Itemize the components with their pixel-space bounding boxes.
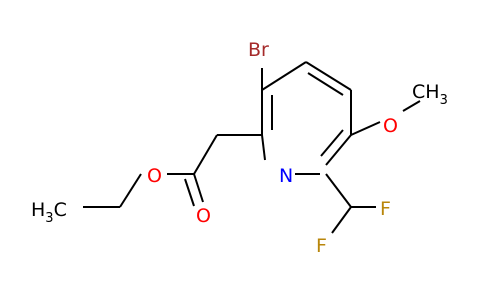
nitrogen-label: N [279,165,293,187]
bond-c1-cf2 [325,173,352,208]
bond-c6-c1 [325,134,352,166]
methyl-ethyl-c: C [54,199,67,221]
bond-cf2-flower [331,206,352,234]
oxygen-methoxy-label: O [383,115,398,137]
bond-ch2-carbonyl [193,134,218,175]
bond-c4-c5-inner [307,72,344,96]
bonds [83,61,421,234]
bond-c3-c4 [261,61,307,91]
bond-carbonyl-odouble [193,173,204,203]
methyl-ethyl-sub: 3 [45,211,53,226]
oxygen-ester-single-label: O [147,165,162,187]
bond-osingle-ch2 [119,173,142,208]
methyl-methoxy-ch: CH [412,81,440,103]
atom-labels: Br N O CH3 O O H3C F F [31,39,448,257]
bond-c5-o [350,121,381,136]
bond-c4-c5 [305,61,352,91]
fluorine-upper-label: F [380,198,391,220]
bond-n-c2 [261,134,266,161]
bond-c6-c1-inner [320,129,344,157]
fluorine-lower-label: F [316,235,327,257]
oxygen-ester-double-label: O [196,205,211,227]
methyl-ethyl-label: H3C [31,199,67,226]
methyl-methoxy-label: CH3 [412,81,448,108]
bromine-label: Br [248,39,269,61]
bond-o-ch3 [402,100,421,112]
methyl-methoxy-sub: 3 [440,93,448,108]
bond-carbonyl-odouble-2 [184,178,195,207]
methyl-ethyl-h: H [31,199,45,221]
